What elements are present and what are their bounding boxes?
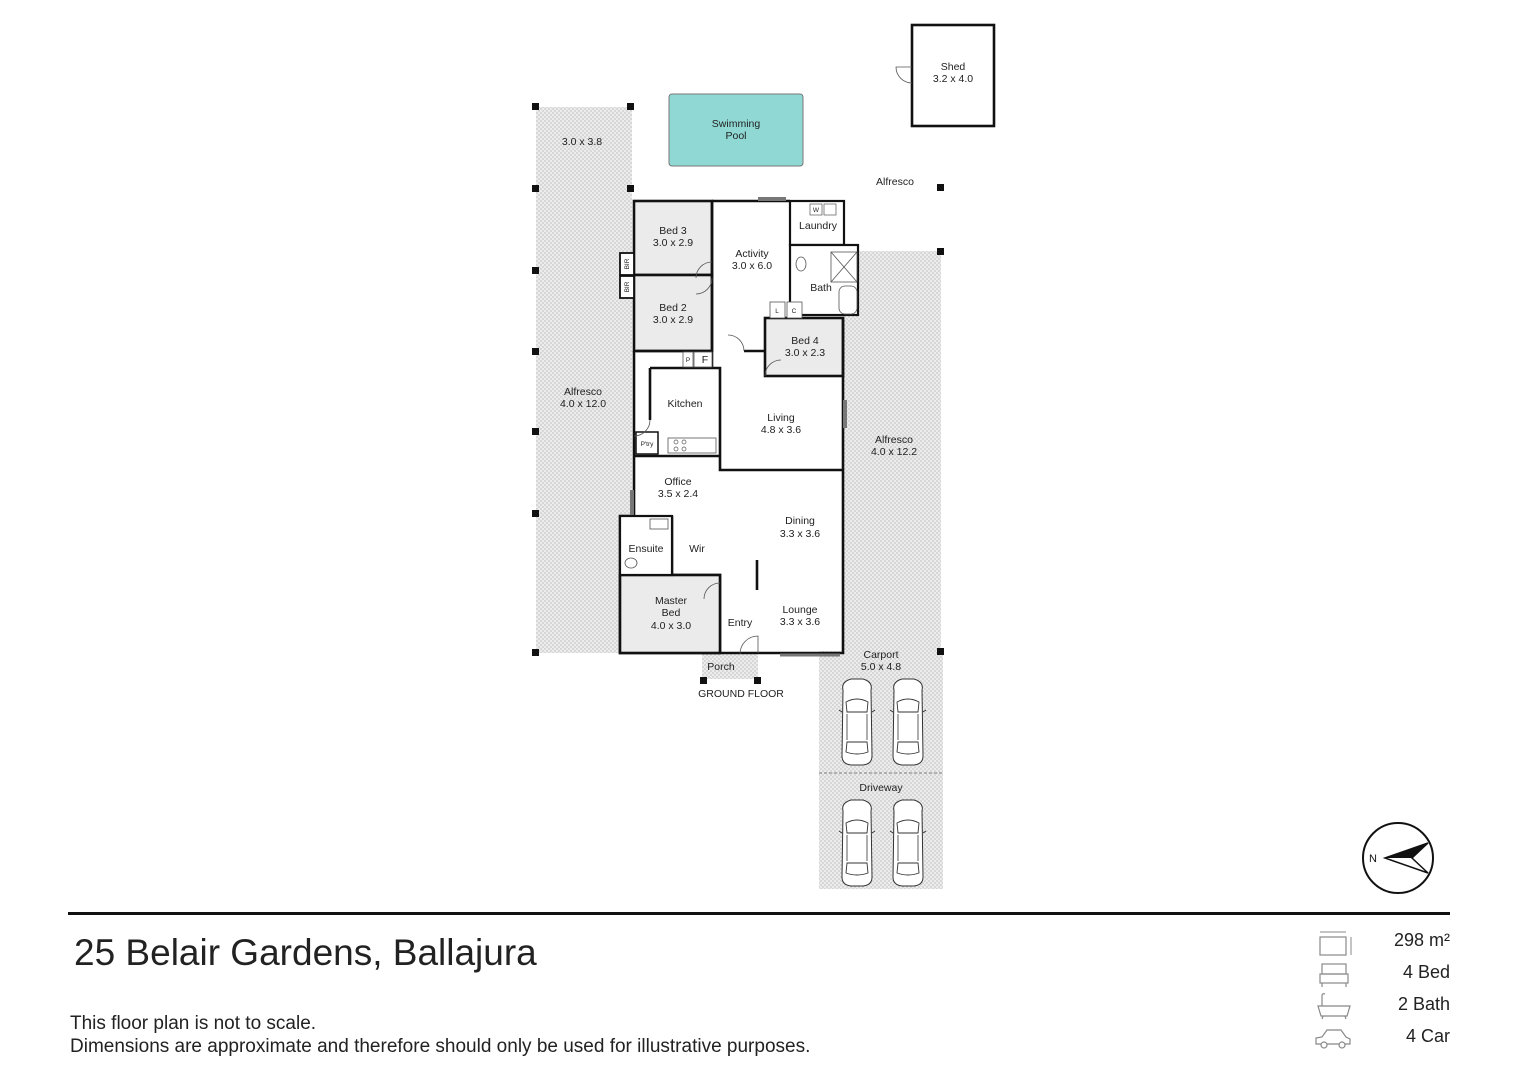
carport-dims: 5.0 x 4.8 [861,661,901,673]
driveway-label: Driveway [859,782,903,794]
office-label: Office [664,476,691,488]
alfresco-west-label: Alfresco [564,386,602,398]
bir-upper [619,252,635,276]
linen-label: L [775,308,779,315]
bed-icon [1319,963,1349,987]
stat-cars: 4 Car [1306,1022,1450,1054]
bir-lower-label: BIR [624,281,631,292]
office-dims: 3.5 x 2.4 [658,488,698,500]
laundry-label: Laundry [799,220,838,232]
bath-icon [1317,993,1351,1020]
compass-letter: N [1369,853,1377,865]
washer-label: W [813,207,820,214]
cupboard [786,301,803,319]
master-bed [618,573,722,655]
pool-label-1: Swimming [712,118,761,130]
disclaimer-line-2: Dimensions are approximate and therefore… [70,1036,811,1057]
pool-label-2: Pool [725,130,746,142]
entry-label: Entry [728,617,753,629]
bed2-dims: 3.0 x 2.9 [653,314,693,326]
pantry-label: P'try [641,441,655,448]
shed-label: Shed [941,61,966,73]
kitchen-bench [667,437,717,454]
bath-label: Bath [810,282,832,294]
alfresco-east-label: Alfresco [875,434,913,446]
small-pantry [682,351,694,368]
car-icon [1315,1029,1351,1049]
bed3-dims: 3.0 x 2.9 [653,237,693,249]
activity-dims: 3.0 x 6.0 [732,260,772,272]
master-label-1: Master [655,595,688,607]
bir-upper-label: BIR [624,258,631,269]
shed-dims: 3.2 x 4.0 [933,73,973,85]
porch-label: Porch [707,661,735,673]
stat-beds: 4 Bed [1306,958,1450,990]
carport-area [819,651,943,889]
alfresco-west-dims: 4.0 x 12.0 [560,398,606,410]
dining-dims: 3.3 x 3.6 [780,528,820,540]
linen-cupboard [769,301,786,319]
bed4-dims: 3.0 x 2.3 [785,347,825,359]
bed2 [632,273,714,353]
stat-baths-value: 2 Bath [1397,994,1450,1014]
swimming-pool [668,93,804,167]
footer-rule [68,912,1450,915]
lounge-label: Lounge [782,604,817,616]
disclaimer: This floor plan is not to scale. Dimensi… [70,1012,810,1058]
living-dims: 4.8 x 3.6 [761,424,801,436]
fridge-space [693,351,713,368]
bed3-label: Bed 3 [659,225,687,237]
floor-label: GROUND FLOOR [698,688,784,700]
kitchen-label: Kitchen [667,398,702,410]
alfresco-top-label: Alfresco [876,176,914,188]
cupboard-label: C [792,308,797,315]
pantry [635,431,659,455]
floor-area-icon [1319,931,1352,956]
carport-label: Carport [863,649,898,661]
p-label: P [686,357,690,364]
alfresco-west-area [536,107,632,653]
ensuite-label: Ensuite [628,543,663,555]
fridge-label: F [702,354,708,366]
compass: N [1362,822,1434,894]
stat-area: 298 m² [1306,926,1450,958]
alfresco-east-area [843,251,941,654]
property-stats: 298 m² 4 Bed 2 Bath 4 Car [1306,926,1450,1054]
shed [910,23,996,128]
stat-baths: 2 Bath [1306,990,1450,1022]
master-dims: 4.0 x 3.0 [651,620,691,632]
bed4 [763,316,845,378]
floor-plan: N Shed 3.2 x 4.0 Swimming Pool 3.0 x 3.8… [532,23,1434,894]
disclaimer-line-1: This floor plan is not to scale. [70,1013,317,1034]
property-address: 25 Belair Gardens, Ballajura [74,932,537,973]
lounge-dims: 3.3 x 3.6 [780,616,820,628]
stat-cars-value: 4 Car [1405,1026,1450,1046]
stat-area-value: 298 m² [1393,930,1450,950]
wir-label: Wir [689,543,705,555]
living-label: Living [767,412,795,424]
porch-area [702,654,758,679]
covered-area-dims: 3.0 x 3.8 [562,136,602,148]
stat-beds-value: 4 Bed [1402,962,1450,982]
master-label-2: Bed [662,607,681,619]
bed2-label: Bed 2 [659,302,687,314]
alfresco-east-dims: 4.0 x 12.2 [871,446,917,458]
activity-label: Activity [735,248,769,260]
dining-label: Dining [785,515,815,527]
alfresco-posts [532,103,944,684]
bed4-label: Bed 4 [791,335,819,347]
bir-lower [619,275,635,299]
